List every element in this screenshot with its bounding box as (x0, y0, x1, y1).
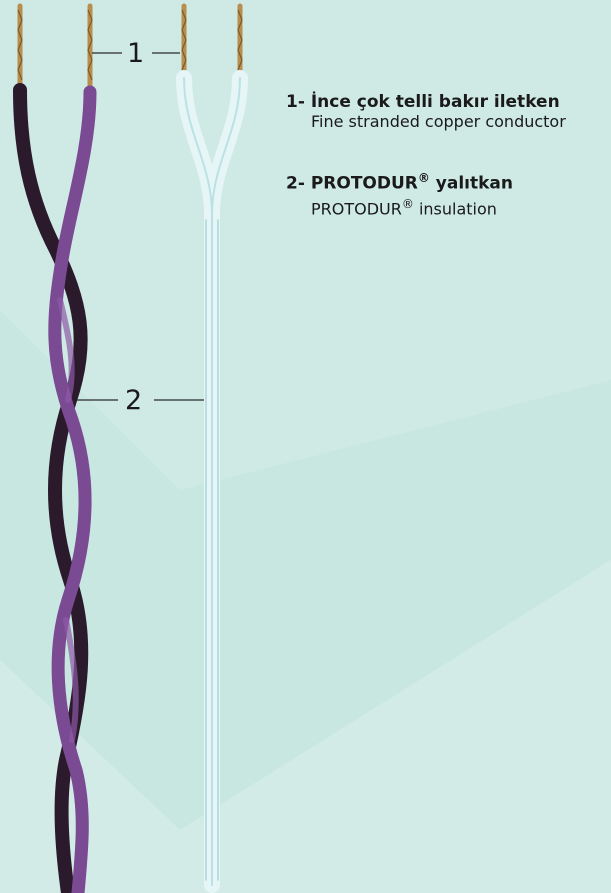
conductor-strands-left (20, 6, 90, 92)
twisted-pair-dark (20, 90, 90, 893)
legend-item-2-title: 2- PROTODUR® yalıtkan (286, 168, 513, 194)
legend-item-2-en-rest: insulation (419, 199, 497, 218)
legend-item-2-tr-rest: yalıtkan (436, 174, 513, 194)
legend-item-1: 1- İnce çok telli bakır iletken Fine str… (286, 92, 566, 132)
legend-item-2-en: PROTODUR® insulation (286, 194, 513, 219)
legend-item-2-number: 2- (286, 174, 305, 194)
callout-2: 2 (125, 387, 142, 414)
insulated-pair-clear (184, 78, 240, 885)
legend-item-2: 2- PROTODUR® yalıtkan PROTODUR® insulati… (286, 168, 513, 219)
legend-item-1-number: 1- (286, 92, 305, 112)
legend-item-2-brand: PROTODUR (311, 174, 418, 194)
callout-1: 1 (127, 40, 144, 67)
legend-item-2-en-brand: PROTODUR (311, 199, 402, 218)
legend-item-1-title: 1- İnce çok telli bakır iletken (286, 92, 566, 112)
legend-item-1-en: Fine stranded copper conductor (286, 112, 566, 132)
legend-item-1-tr: İnce çok telli bakır iletken (311, 92, 560, 112)
registered-mark: ® (418, 171, 430, 185)
registered-mark-en: ® (402, 197, 414, 211)
conductor-strands-right (184, 6, 240, 78)
